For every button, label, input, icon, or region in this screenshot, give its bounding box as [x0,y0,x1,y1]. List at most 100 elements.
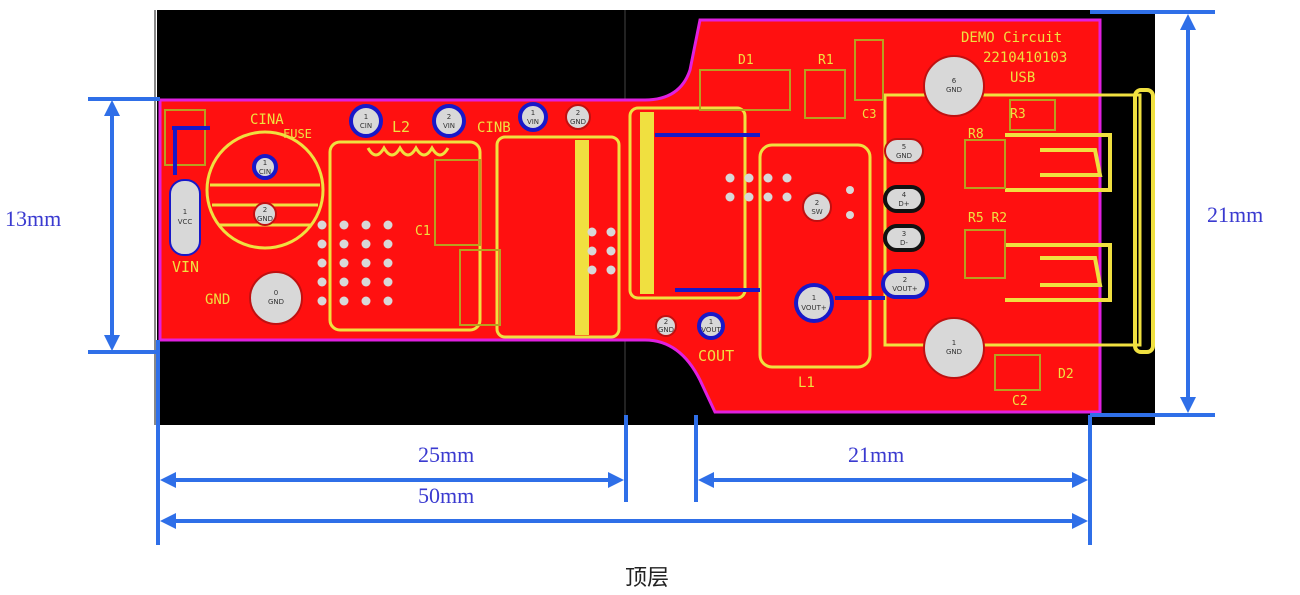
svg-text:GND: GND [268,298,284,306]
via [361,220,371,230]
via [744,173,754,183]
via [317,239,327,249]
svg-text:CIN: CIN [360,122,372,130]
svg-text:GND: GND [570,118,586,126]
footprint [964,229,1006,279]
label-cina: CINA [250,112,284,128]
via [725,192,735,202]
via [606,265,616,275]
via [383,258,393,268]
vcc-connector [169,179,201,256]
via [361,277,371,287]
pad-usb-dp: 4D+ [883,185,925,213]
svg-text:VOUT+: VOUT+ [801,304,827,312]
svg-text:2: 2 [815,199,819,207]
svg-text:1: 1 [263,159,267,167]
via [361,258,371,268]
svg-text:GND: GND [946,86,962,94]
via [763,192,773,202]
via [317,277,327,287]
label-r5r2: R5 R2 [968,211,1007,226]
via [725,173,735,183]
trace [655,133,760,292]
label-c1: C1 [415,224,431,239]
svg-text:SW: SW [811,208,822,216]
svg-text:1: 1 [952,339,956,347]
via [782,173,792,183]
svg-text:CIN: CIN [259,168,271,176]
via [383,239,393,249]
via [361,296,371,306]
via [383,277,393,287]
svg-text:GND: GND [946,348,962,356]
via [317,296,327,306]
footprint [994,354,1041,391]
via [587,265,597,275]
via [587,246,597,256]
svg-text:5: 5 [902,143,906,151]
via [317,220,327,230]
via [339,258,349,268]
svg-text:2: 2 [447,113,451,121]
via [383,220,393,230]
svg-text:0: 0 [274,289,278,297]
via [846,211,854,219]
dimension-height-right [1090,10,1215,417]
footprint [434,159,481,246]
d1-band [640,112,654,294]
via [606,227,616,237]
board-id: 2210410103 [983,50,1067,66]
dimension-width-total [160,513,1088,529]
dimension-width-usb [694,415,1092,545]
svg-text:D-: D- [900,239,908,247]
svg-text:2: 2 [263,206,267,214]
cina-outline [205,130,325,250]
svg-text:6: 6 [952,77,957,85]
svg-text:VOUT: VOUT [701,326,721,334]
footprint [699,69,791,111]
cinb-band [575,140,589,335]
label-r3: R3 [1010,107,1026,122]
pad-sw: 2SW [802,192,832,222]
label-gnd: GND [205,292,230,308]
svg-text:VOUT+: VOUT+ [892,285,918,293]
svg-text:1: 1 [709,318,713,326]
dimension-label-width-half: 25mm [418,442,474,467]
via [846,186,854,194]
svg-text:GND: GND [896,152,912,160]
label-d1: D1 [738,53,754,68]
via [339,296,349,306]
label-c2: C2 [1012,394,1028,409]
svg-text:1: 1 [531,109,535,117]
label-cout: COUT [698,347,734,365]
via [317,258,327,268]
usb-shield [1133,88,1155,354]
svg-text:VIN: VIN [527,118,539,126]
via [339,277,349,287]
label-vin: VIN [172,258,199,276]
dimension-height-left [88,97,160,354]
d1-outline [628,106,747,300]
dimension-width-half [156,340,628,545]
label-r1: R1 [818,53,834,68]
svg-text:2: 2 [576,109,580,117]
trace [172,126,210,175]
layer-caption: 顶层 [625,566,669,591]
dimension-label-width-total: 50mm [418,483,474,508]
footprint [459,249,501,326]
footprint [1009,99,1056,131]
